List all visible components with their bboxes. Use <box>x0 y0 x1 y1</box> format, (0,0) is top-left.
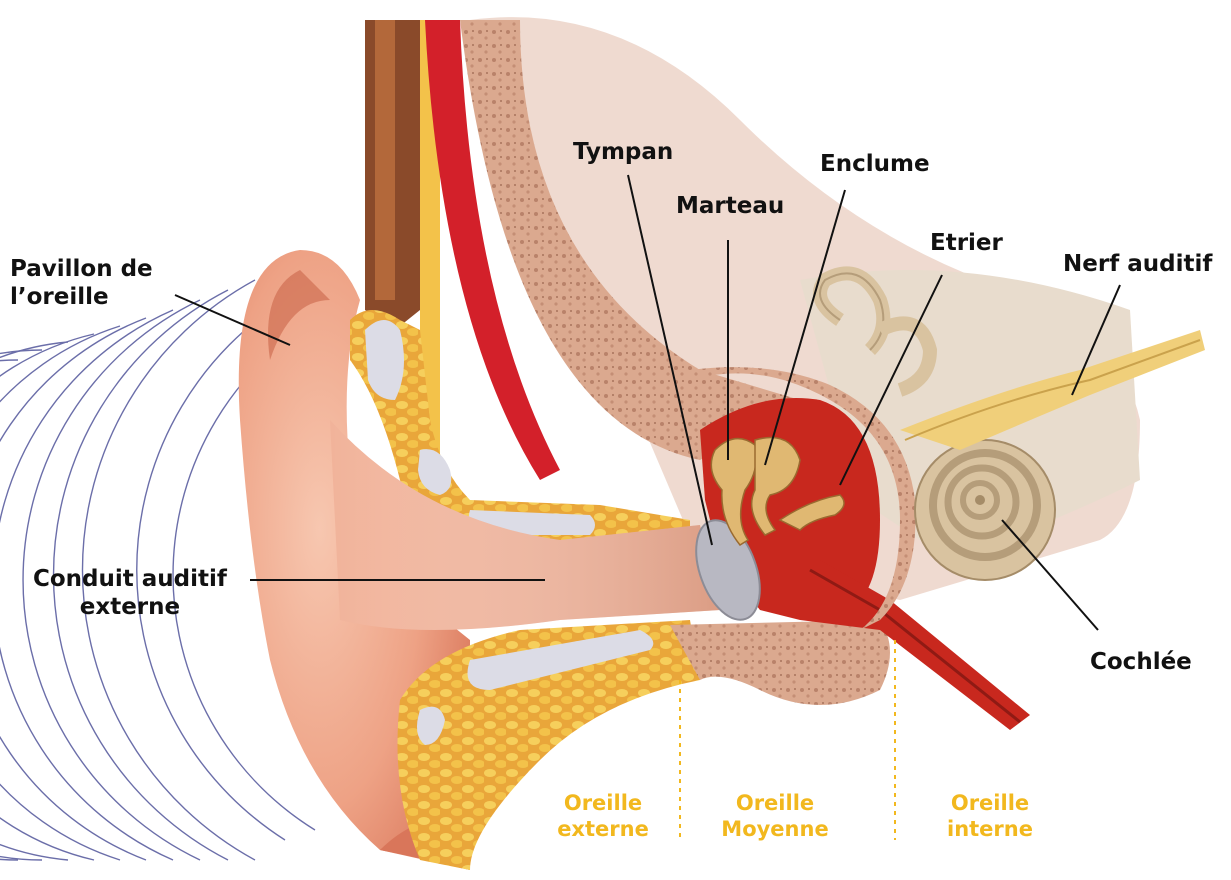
label-enclume: Enclume <box>820 150 930 178</box>
zone-externe-line2: externe <box>548 816 658 842</box>
label-pavillon-line1: Pavillon de <box>10 255 153 283</box>
zone-moyenne-line1: Oreille <box>710 790 840 816</box>
label-pavillon: Pavillon de l’oreille <box>10 255 153 311</box>
label-marteau: Marteau <box>676 192 784 220</box>
zone-externe-line1: Oreille <box>548 790 658 816</box>
label-conduit-line1: Conduit auditif <box>33 565 227 593</box>
label-cochlee: Cochlée <box>1090 648 1192 676</box>
zone-interne-line2: interne <box>935 816 1045 842</box>
label-tympan: Tympan <box>573 138 673 166</box>
zone-interne-line1: Oreille <box>935 790 1045 816</box>
label-conduit-line2: externe <box>33 593 227 621</box>
label-pavillon-line2: l’oreille <box>10 283 153 311</box>
zone-oreille-externe: Oreille externe <box>548 790 658 842</box>
label-etrier: Etrier <box>930 229 1003 257</box>
label-nerf: Nerf auditif <box>1063 250 1212 278</box>
zone-oreille-interne: Oreille interne <box>935 790 1045 842</box>
label-conduit: Conduit auditif externe <box>33 565 227 621</box>
zone-oreille-moyenne: Oreille Moyenne <box>710 790 840 842</box>
zone-moyenne-line2: Moyenne <box>710 816 840 842</box>
